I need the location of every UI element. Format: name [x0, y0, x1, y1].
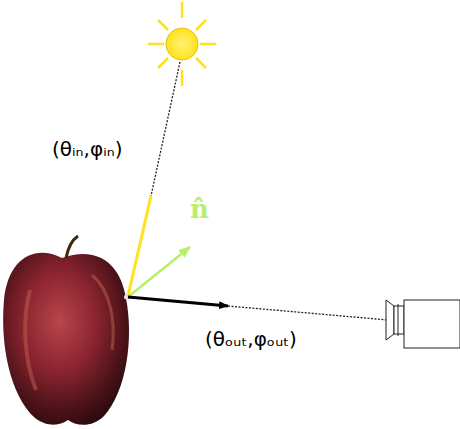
apple	[3, 236, 130, 425]
sun	[148, 2, 216, 86]
normal-label: n̂	[190, 194, 209, 224]
incident-angle-label: (θᵢₙ,φᵢₙ)	[52, 137, 122, 161]
view-ray	[228, 306, 388, 320]
normal-arrow	[128, 247, 190, 297]
camera	[386, 300, 460, 348]
outgoing-angle-label: (θₒᵤₜ,φₒᵤₜ)	[205, 327, 297, 351]
incident-ray	[151, 62, 180, 196]
outgoing-arrow	[128, 297, 228, 306]
